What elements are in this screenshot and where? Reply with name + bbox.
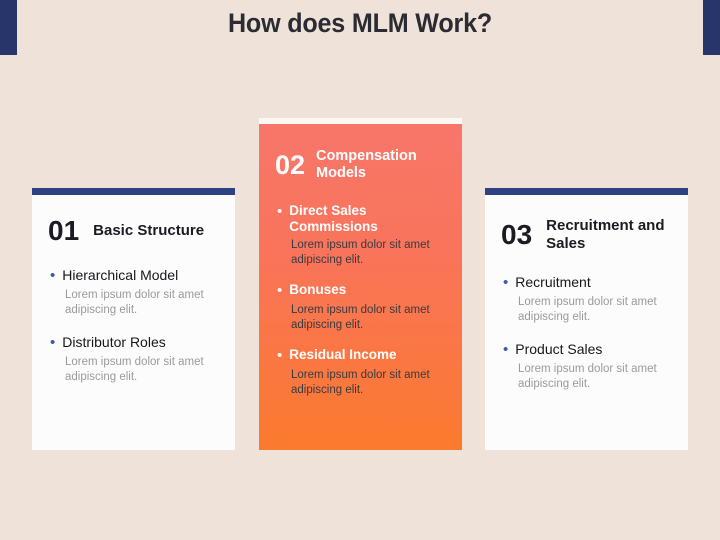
list-item[interactable]: • Direct Sales Commissions Lorem ipsum d… <box>277 203 448 268</box>
list-item-title: Bonuses <box>289 282 347 298</box>
list-item-title: Distributor Roles <box>62 334 166 351</box>
card-number: 02 <box>275 149 306 180</box>
list-item-title: Product Sales <box>515 341 603 358</box>
list-item-head: • Distributor Roles <box>50 334 219 353</box>
list-item-description: Lorem ipsum dolor sit amet adipiscing el… <box>291 238 430 266</box>
list-item-head: • Direct Sales Commissions <box>277 203 448 236</box>
list-item[interactable]: • Product Sales Lorem ipsum dolor sit am… <box>503 341 672 392</box>
list-item-description: Lorem ipsum dolor sit amet adipiscing el… <box>291 303 430 331</box>
bullet-icon: • <box>503 341 509 359</box>
corner-accent-left <box>0 0 17 55</box>
list-item-head: • Recruitment <box>503 274 672 293</box>
bullet-icon: • <box>277 282 283 300</box>
card-number: 03 <box>501 218 533 250</box>
list-item-head: • Hierarchical Model <box>50 267 219 286</box>
bullet-icon: • <box>503 274 509 292</box>
bullet-icon: • <box>277 202 283 220</box>
card-body: 02 Compensation Models • Direct Sales Co… <box>259 124 462 450</box>
card-header: 02 Compensation Models <box>259 124 462 183</box>
list-item-title: Direct Sales Commissions <box>289 202 378 235</box>
bullet-icon: • <box>50 334 56 352</box>
list-item-title: Residual Income <box>289 347 397 363</box>
list-item-description: Lorem ipsum dolor sit amet adipiscing el… <box>291 368 430 397</box>
list-item[interactable]: • Hierarchical Model Lorem ipsum dolor s… <box>50 267 219 318</box>
card-recruitment-and-sales[interactable]: 03 Recruitment and Sales • Recruitment L… <box>485 188 688 450</box>
card-accent-bar <box>32 188 235 195</box>
list-item-head: • Residual Income <box>277 347 448 366</box>
bullet-icon: • <box>50 267 56 284</box>
list-item[interactable]: • Distributor Roles Lorem ipsum dolor si… <box>50 334 219 385</box>
corner-accent-right <box>703 0 720 55</box>
card-header: 01 Basic Structure <box>32 195 235 245</box>
card-accent-bar <box>485 188 688 195</box>
card-compensation-models[interactable]: 02 Compensation Models • Direct Sales Co… <box>259 118 462 450</box>
list-item-description: Lorem ipsum dolor sit amet adipiscing el… <box>65 288 204 316</box>
list-item-head: • Product Sales <box>503 341 672 360</box>
card-header: 03 Recruitment and Sales <box>485 195 688 252</box>
card-bullet-list: • Hierarchical Model Lorem ipsum dolor s… <box>32 245 235 385</box>
list-item[interactable]: • Residual Income Lorem ipsum dolor sit … <box>277 347 448 398</box>
list-item-description: Lorem ipsum dolor sit amet adipiscing el… <box>65 355 204 384</box>
page-title: How does MLM Work? <box>227 8 493 38</box>
list-item-description: Lorem ipsum dolor sit amet adipiscing el… <box>518 363 657 391</box>
list-item-title: Hierarchical Model <box>62 267 179 283</box>
card-bullet-list: • Direct Sales Commissions Lorem ipsum d… <box>259 183 462 398</box>
card-heading: Compensation Models <box>316 148 417 182</box>
card-heading: Recruitment and Sales <box>546 217 665 252</box>
list-item-head: • Bonuses <box>277 282 448 301</box>
card-basic-structure[interactable]: 01 Basic Structure • Hierarchical Model … <box>32 188 235 450</box>
card-bullet-list: • Recruitment Lorem ipsum dolor sit amet… <box>485 252 688 392</box>
list-item[interactable]: • Recruitment Lorem ipsum dolor sit amet… <box>503 274 672 325</box>
card-heading: Basic Structure <box>93 222 205 240</box>
bullet-icon: • <box>277 347 283 365</box>
list-item-title: Recruitment <box>515 274 591 291</box>
card-number: 01 <box>48 215 80 246</box>
list-item-description: Lorem ipsum dolor sit amet adipiscing el… <box>518 296 657 324</box>
list-item[interactable]: • Bonuses Lorem ipsum dolor sit amet adi… <box>277 282 448 333</box>
